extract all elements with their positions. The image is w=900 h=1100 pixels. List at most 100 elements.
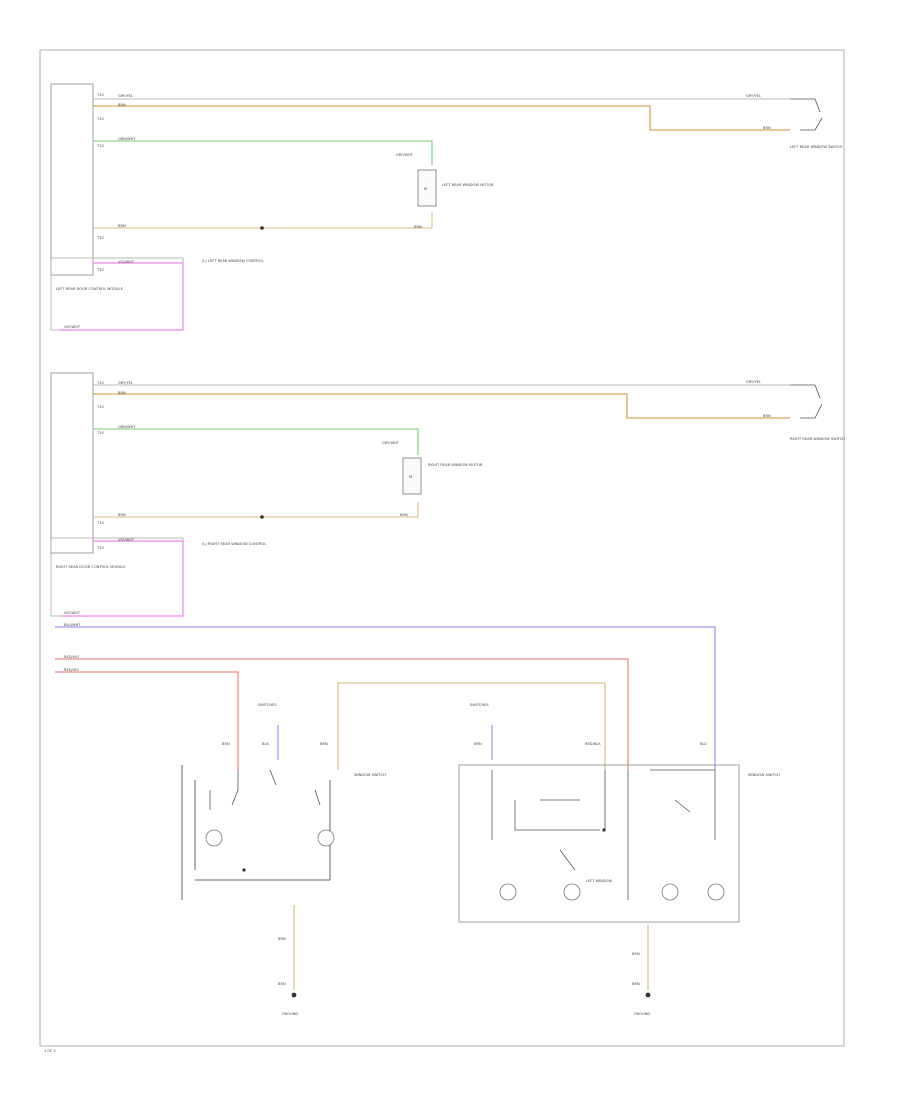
wire-olive	[337, 682, 606, 770]
group-wire-label: BRN	[474, 742, 482, 746]
wire-label: VIO/WHT	[118, 260, 135, 264]
switch-wire-label: GRY/YEL	[746, 380, 761, 384]
ground-symbol	[291, 992, 297, 998]
switch-label: LEFT REAR WINDOW SWITCH	[790, 145, 842, 149]
connector-box-1-label-box	[50, 257, 184, 331]
ground-wire-label: BRN	[278, 982, 286, 986]
module-label: RIGHT REAR DOOR CONTROL MODULE	[56, 565, 126, 569]
switch-wire-label: BRN	[763, 414, 771, 418]
left-rear-window-switch-symbol	[790, 98, 823, 131]
module-label: LEFT REAR DOOR CONTROL MODULE	[56, 287, 124, 291]
motor-wire-label: GRY/WHT	[382, 441, 400, 445]
indicator-lamp-right	[317, 829, 335, 847]
switch-frame	[194, 780, 331, 881]
wire-label: VIO/WHT	[64, 325, 81, 329]
indicator-lamp-3	[661, 883, 679, 901]
pin-label: T10	[96, 268, 104, 272]
right-rear-window-switch-symbol	[790, 384, 823, 419]
pin-label: T10	[96, 117, 104, 121]
wire-brn	[93, 393, 790, 419]
wire-label: BRN	[118, 224, 126, 228]
wire-brn-bottom	[93, 502, 419, 518]
pin-label: T10	[96, 546, 104, 550]
connector-box-1	[50, 83, 94, 276]
wire-label: BRN	[118, 513, 126, 517]
pin-label: T10	[96, 521, 104, 525]
section-right-rear: T10 T10 T10 T10 T10 GRY/YEL BRN GRN/WHT …	[50, 372, 845, 617]
group-wire-label: RED/BLK	[585, 742, 601, 746]
switch-assembly-box	[458, 764, 740, 923]
group-title: SWITCHES	[470, 703, 489, 707]
group-wire-label: BLU	[700, 742, 707, 746]
pin-label: T10	[96, 93, 104, 97]
wire-red-vio-a	[55, 658, 629, 770]
connector-box-2	[50, 372, 94, 554]
splice-dot	[602, 828, 606, 832]
wire-label: BRN	[118, 391, 126, 395]
motor-wire-label: BRN	[414, 225, 422, 229]
splice-dot	[242, 868, 246, 872]
wire-label: GRY/YEL	[118, 94, 133, 98]
wire-label: VIO/WHT	[118, 538, 135, 542]
indicator-lamp-2	[563, 883, 581, 901]
lamp-label: LEFT WINDOW	[586, 879, 613, 883]
group-wire-label: BRN	[320, 742, 328, 746]
reference-note: (L) RIGHT REAR WINDOW CONTROL	[202, 542, 266, 546]
ground-wire-label: BRN	[278, 937, 286, 941]
connector-box-2-label-box	[50, 537, 184, 617]
group-wire-label: BRN	[222, 742, 230, 746]
switch-wire-label: GRY/YEL	[746, 94, 761, 98]
wire-label: BLU/WHT	[64, 623, 81, 627]
ground-label: GROUND	[634, 1012, 650, 1016]
group-side-label: WINDOW SWITCH	[354, 773, 386, 777]
group-title: SWITCHES	[258, 703, 277, 707]
indicator-lamp-left	[205, 829, 223, 847]
bus-wires: BLU/WHT RED/VIO RED/VIO	[55, 623, 716, 770]
indicator-lamp-1	[499, 883, 517, 901]
ground-label: GROUND	[282, 1012, 298, 1016]
page-corner-label: 1 OF 2	[44, 1049, 56, 1053]
pin-label: T10	[96, 431, 104, 435]
switch-label: RIGHT REAR WINDOW SWITCH	[790, 437, 845, 441]
motor-label: LEFT REAR WINDOW MOTOR	[442, 183, 494, 187]
left-switch-group: SWITCHES BRN BLK BRN WINDOW SWITCH BRN B…	[181, 703, 386, 1016]
wire-label: GRN/WHT	[118, 137, 136, 141]
wire-vio-wht	[60, 262, 184, 331]
ground-wire-label: BRN	[632, 952, 640, 956]
right-switch-group: SWITCHES BRN RED/BLK BLU WINDOW SWITCH L…	[458, 703, 780, 1016]
ground-symbol	[645, 992, 651, 998]
pin-label: T10	[96, 381, 104, 385]
right-rear-window-motor	[402, 457, 422, 495]
wire-grn-wht	[93, 140, 433, 165]
pin-label: T10	[96, 236, 104, 240]
ground-wire-label: BRN	[632, 982, 640, 986]
wire-red-vio-b	[55, 671, 239, 770]
group-side-label: WINDOW SWITCH	[748, 773, 780, 777]
wire-label: GRN/WHT	[118, 425, 136, 429]
motor-wire-label: BRN	[400, 513, 408, 517]
motor-label: RIGHT REAR WINDOW MOTOR	[428, 463, 483, 467]
indicator-lamp-4	[707, 883, 725, 901]
motor-symbol: M	[409, 475, 412, 479]
splice-dot	[260, 226, 264, 230]
group-wire-label: BLK	[262, 742, 269, 746]
wire-brn-bottom	[93, 212, 433, 229]
wire-label: GRY/YEL	[118, 381, 133, 385]
diagram-frame	[39, 49, 845, 1047]
splice-dot	[260, 515, 264, 519]
switch-wire-label: BRN	[763, 126, 771, 130]
switch-contacts	[491, 769, 716, 900]
reference-note: (L) LEFT REAR WINDOW CONTROL	[202, 259, 264, 263]
pin-label: T10	[96, 405, 104, 409]
section-left-rear: T10 T10 T10 T10 T10 GRY/YEL BRN GRN/WHT …	[50, 83, 842, 331]
switch-contacts	[209, 769, 321, 810]
wire-grn-wht	[93, 428, 419, 455]
motor-symbol: M	[424, 187, 427, 191]
wire-vio-wht	[60, 540, 184, 617]
wire-blu-wht	[55, 626, 716, 770]
wire-label: RED/VIO	[64, 668, 79, 672]
wire-label: RED/VIO	[64, 655, 79, 659]
pin-label: T10	[96, 144, 104, 148]
wire-label: BRN	[118, 103, 126, 107]
